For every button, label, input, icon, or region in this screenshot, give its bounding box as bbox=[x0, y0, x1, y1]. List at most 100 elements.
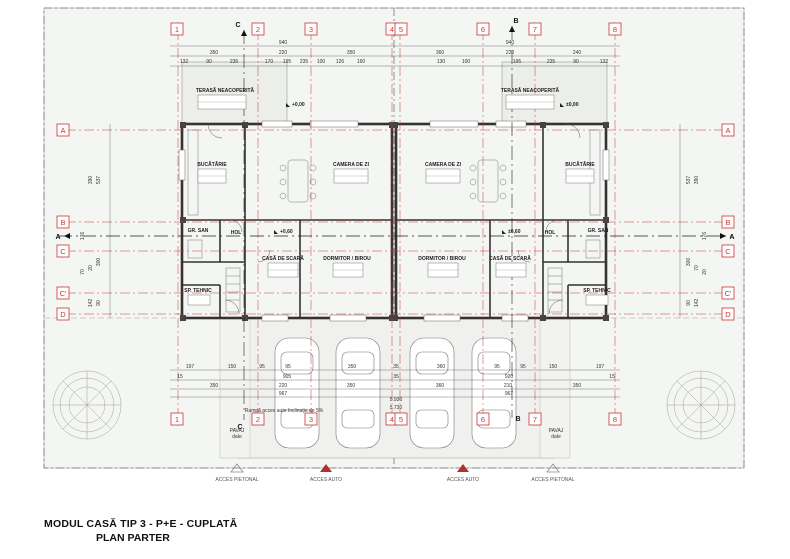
grid-lines bbox=[66, 30, 726, 415]
drawing-title: MODUL CASĂ TIP 3 - P+E - CUPLATĂ bbox=[44, 518, 238, 530]
tree-left bbox=[52, 370, 122, 440]
label-bedroom-left: DORMITOR / BIROU bbox=[323, 256, 371, 262]
level-markers bbox=[274, 103, 564, 234]
grid-row-d-right: D bbox=[725, 310, 731, 319]
dim-top-5: 220 bbox=[506, 50, 515, 56]
dim-top2-8: 126 bbox=[336, 59, 345, 65]
dim-bot-1: 197 bbox=[186, 364, 195, 370]
grid-col-7-bottom: 7 bbox=[533, 415, 537, 424]
section-mark-c-bottom: C bbox=[237, 424, 242, 431]
level-terrace-left: +0,00 bbox=[292, 102, 305, 108]
dim-top2-12: 195 bbox=[513, 59, 522, 65]
dim-right-1: 537 bbox=[686, 176, 692, 185]
dim-top-3: 350 bbox=[347, 50, 356, 56]
access-pedestrian-right-icon bbox=[546, 463, 560, 473]
windows bbox=[178, 120, 610, 322]
room-tag-rules bbox=[198, 101, 594, 271]
access-pedestrian-left-icon bbox=[230, 463, 244, 473]
dim-bot-8: 95 bbox=[494, 364, 500, 370]
dimension-lines bbox=[109, 45, 681, 398]
dim-right-5: 70 bbox=[694, 265, 700, 271]
dim-bot4-1: 967 bbox=[279, 391, 288, 397]
grid-row-a-left: A bbox=[60, 126, 65, 135]
level-hall-right: ±0,60 bbox=[508, 229, 521, 235]
grid-row-c2-left: C' bbox=[60, 289, 67, 298]
path-right bbox=[539, 317, 571, 459]
dim-right-4: 300 bbox=[686, 258, 692, 267]
label-stair-right: CASĂ DE SCARĂ bbox=[489, 255, 531, 262]
dim-right-3: 176 bbox=[702, 232, 708, 241]
grid-col-3-top: 3 bbox=[309, 25, 313, 34]
label-living-right: CAMERA DE ZI bbox=[425, 162, 462, 168]
dim-top-total-right: 940 bbox=[506, 40, 515, 46]
level-terrace-right: ±0,00 bbox=[566, 102, 579, 108]
label-bath-left: GR. SAN bbox=[188, 228, 209, 234]
label-bath-right: GR. SAN bbox=[588, 228, 609, 234]
dim-top2-9: 160 bbox=[357, 59, 366, 65]
pavaj-left-sub: dale bbox=[232, 434, 242, 440]
dim-bot3-6: 350 bbox=[573, 383, 582, 389]
dim-left-1: 537 bbox=[96, 176, 102, 185]
section-mark-b-top: B bbox=[513, 18, 518, 25]
dim-bot-4: 95 bbox=[285, 364, 291, 370]
dim-top2-5: 195 bbox=[283, 59, 292, 65]
access-label-2: ACCES AUTO bbox=[310, 477, 342, 483]
dim-bot-2: 150 bbox=[228, 364, 237, 370]
label-stair-left: CASĂ DE SCARĂ bbox=[262, 255, 304, 262]
label-terrace-left: TERASĂ NEACOPERITĂ bbox=[196, 87, 255, 94]
dim-left-8: 142 bbox=[88, 299, 94, 308]
grid-row-c-left: C bbox=[60, 247, 66, 256]
level-hall-left: +0,60 bbox=[280, 229, 293, 235]
access-markers bbox=[230, 463, 560, 473]
tree-right bbox=[666, 370, 736, 440]
label-kitchen-right: BUCĂTĂRIE bbox=[565, 161, 595, 168]
dim-ramp: 5.730 bbox=[390, 405, 403, 411]
dim-axis: 5.930 bbox=[390, 397, 403, 403]
dim-top2-13: 235 bbox=[547, 59, 556, 65]
dim-top2-11: 100 bbox=[462, 59, 471, 65]
grid-row-c-right: C bbox=[725, 247, 731, 256]
dim-top2-6: 235 bbox=[300, 59, 309, 65]
label-bedroom-right: DORMITOR / BIROU bbox=[418, 256, 466, 262]
dim-right-2: 390 bbox=[694, 176, 700, 185]
grid-col-3-bottom: 3 bbox=[309, 415, 313, 424]
section-mark-a-left: A bbox=[55, 234, 60, 241]
access-car-left-icon bbox=[320, 464, 332, 472]
dim-left-7: 90 bbox=[96, 300, 102, 306]
terrace-right-area bbox=[501, 61, 608, 125]
floor-plan: 1 2 3 4 5 6 7 8 1 2 3 4 5 6 7 8 A B C C'… bbox=[43, 7, 745, 483]
grid-col-5-top: 5 bbox=[399, 25, 403, 34]
dim-top2-2: 90 bbox=[206, 59, 212, 65]
dim-bot-3: 95 bbox=[259, 364, 265, 370]
grid-bubbles bbox=[56, 22, 735, 426]
dim-bot-5: 350 bbox=[348, 364, 357, 370]
dim-left-5: 20 bbox=[88, 265, 94, 271]
dim-bot-11: 197 bbox=[596, 364, 605, 370]
dim-right-7: 90 bbox=[686, 300, 692, 306]
grid-col-4-bottom: 4 bbox=[390, 415, 394, 424]
grid-col-6-top: 6 bbox=[481, 25, 485, 34]
access-car-right-icon bbox=[457, 464, 469, 472]
dim-bot4-2: 967 bbox=[505, 391, 514, 397]
label-terrace-right: TERASĂ NEACOPERITĂ bbox=[501, 87, 560, 94]
grid-row-c2-right: C' bbox=[725, 289, 732, 298]
grid-row-a-right: A bbox=[725, 126, 730, 135]
label-hall-right: HOL bbox=[545, 230, 556, 236]
dim-left-4: 300 bbox=[96, 258, 102, 267]
path-left bbox=[219, 317, 251, 459]
section-arrows bbox=[64, 26, 726, 239]
section-mark-c-top: C bbox=[235, 22, 240, 29]
grid-row-d-left: D bbox=[60, 310, 66, 319]
dim-bot3-3: 350 bbox=[347, 383, 356, 389]
dim-right-8: 142 bbox=[694, 299, 700, 308]
dim-top2-4: 170 bbox=[265, 59, 274, 65]
dim-left-3: 176 bbox=[80, 232, 86, 241]
pavaj-right: PAVAJ bbox=[549, 428, 564, 434]
pavaj-right-sub: dale bbox=[551, 434, 561, 440]
grid-row-b-right: B bbox=[725, 218, 730, 227]
dim-bot3-5: 210 bbox=[504, 383, 513, 389]
access-label-3: ACCES AUTO bbox=[447, 477, 479, 483]
dim-top-total: 940 bbox=[279, 40, 288, 46]
dim-top2-3: 235 bbox=[230, 59, 239, 65]
grid-col-2-bottom: 2 bbox=[256, 415, 260, 424]
